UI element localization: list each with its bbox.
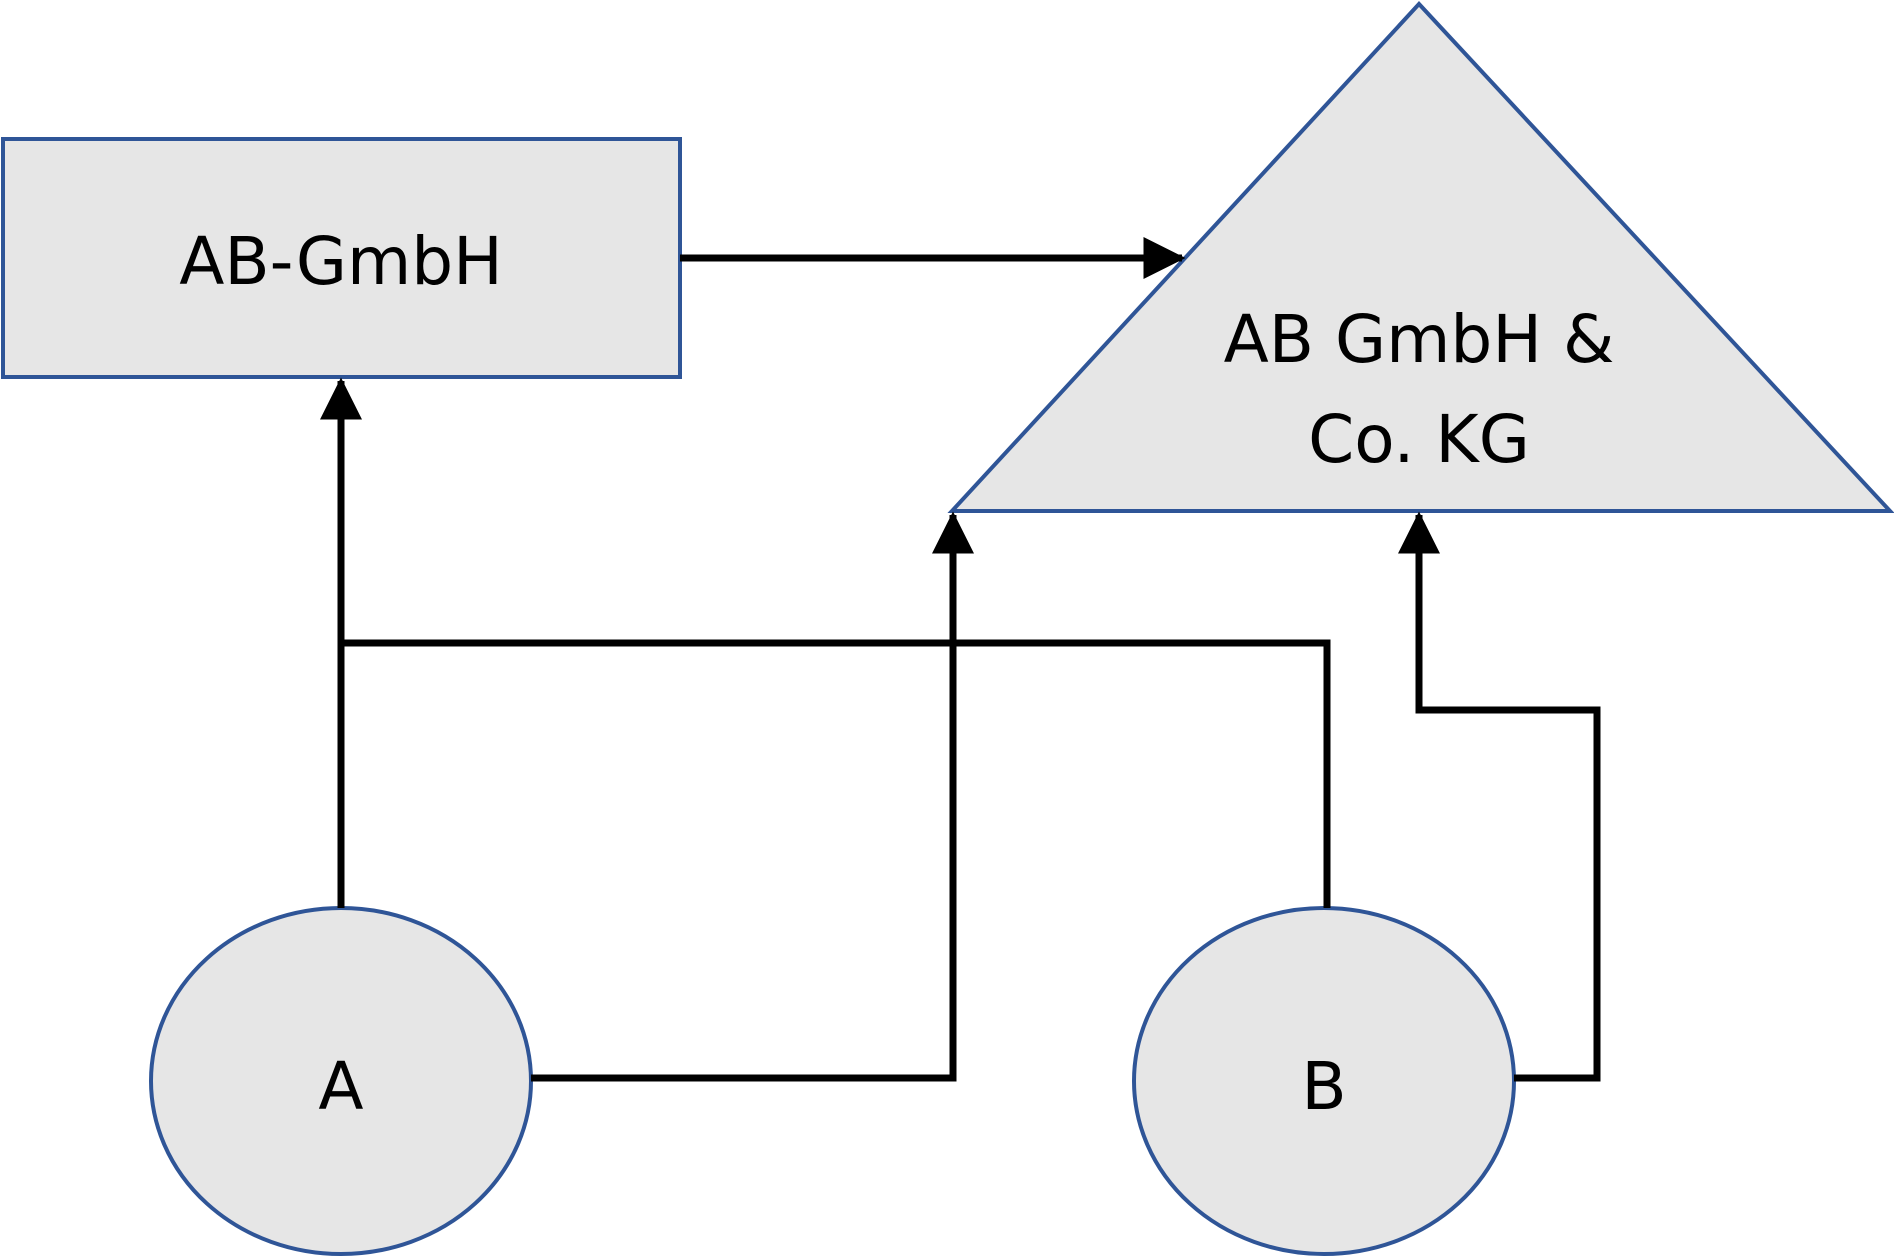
ab-gmbh-co-kg-label-line1: AB GmbH &	[1224, 301, 1615, 378]
shareholder-b-label: B	[1301, 1048, 1346, 1125]
ab-gmbh-label: AB-GmbH	[179, 223, 503, 300]
connector-b-to-gmbh	[341, 639, 1331, 908]
ab-gmbh-co-kg-label-line2: Co. KG	[1308, 401, 1530, 478]
shareholder-a-label: A	[318, 1048, 363, 1125]
ab-gmbh-co-kg-triangle	[947, 1, 1894, 513]
ab-gmbh-box	[1, 137, 682, 379]
connector-b-to-kg	[1398, 511, 1601, 1082]
connector-a-to-kg	[531, 511, 974, 1082]
